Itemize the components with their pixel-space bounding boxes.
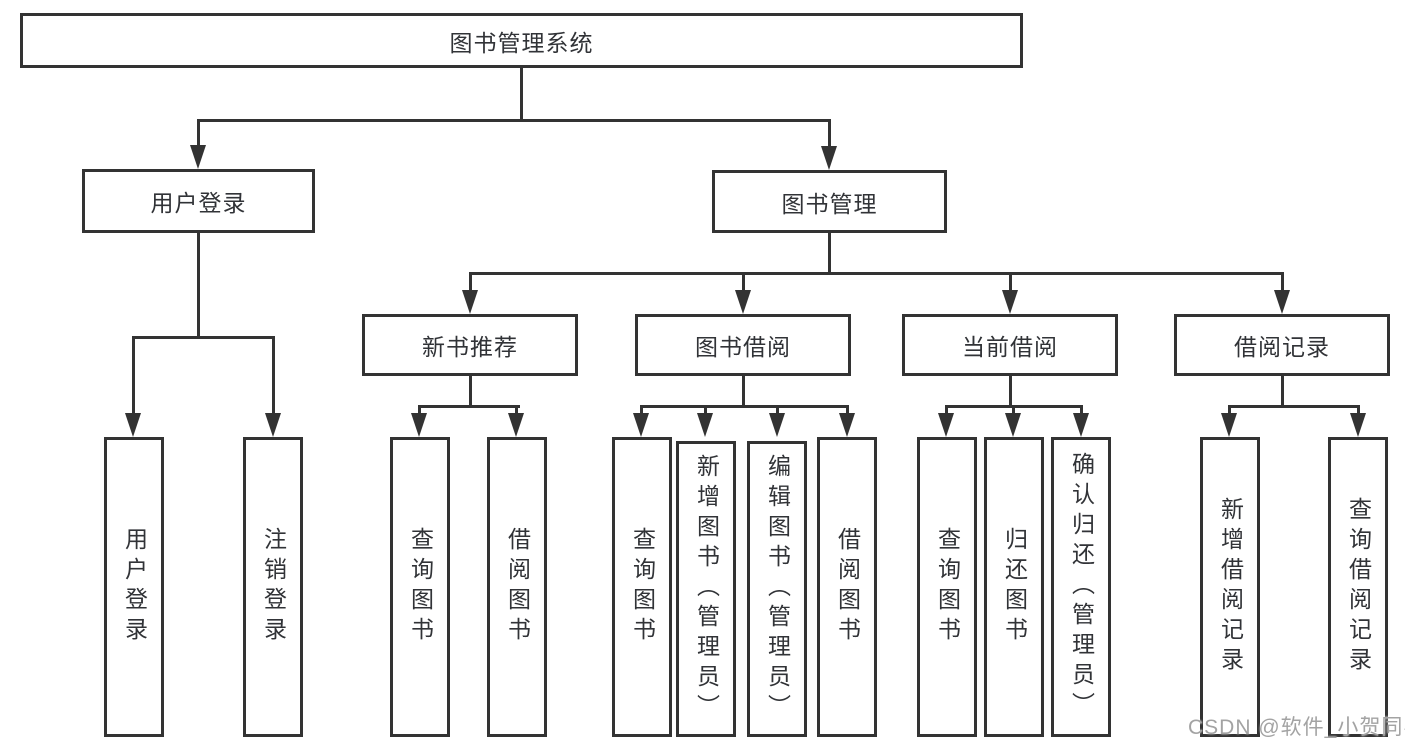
arrow-down-icon	[265, 413, 281, 437]
node-current-borrow: 当前借阅	[902, 314, 1118, 376]
connector-line	[742, 272, 745, 294]
arrow-down-icon	[1073, 413, 1089, 437]
node-label: 注销登录	[260, 527, 287, 647]
node-label: 新增借阅记录	[1217, 497, 1244, 677]
connector-line	[640, 405, 643, 420]
node-label: 归还图书	[1001, 527, 1028, 647]
node-label: 图书管理	[781, 190, 878, 217]
arrow-down-icon	[769, 413, 785, 437]
arrow-down-icon	[1002, 290, 1018, 314]
connector-line	[1281, 272, 1284, 294]
node-new-book-recommend: 新书推荐	[362, 314, 578, 376]
connector-line	[828, 233, 831, 275]
leaf-return-books: 归还图书	[984, 437, 1044, 737]
arrow-down-icon	[462, 290, 478, 314]
node-label: 查询图书	[934, 527, 961, 647]
node-label: 新增图书（管理员）	[693, 454, 720, 724]
node-label: 查询图书	[629, 527, 656, 647]
leaf-add-borrow-record: 新增借阅记录	[1200, 437, 1260, 737]
leaf-logout: 注销登录	[243, 437, 303, 737]
node-root-system: 图书管理系统	[20, 13, 1023, 68]
connector-line	[776, 405, 779, 420]
leaf-edit-books-admin: 编辑图书（管理员）	[747, 441, 807, 737]
arrow-down-icon	[633, 413, 649, 437]
arrow-down-icon	[1005, 413, 1021, 437]
leaf-borrow-books: 借阅图书	[817, 437, 877, 737]
leaf-borrow-books: 借阅图书	[487, 437, 547, 737]
connector-line	[272, 336, 275, 420]
node-label: 确认归还（管理员）	[1068, 452, 1095, 722]
connector-line	[1009, 272, 1012, 294]
connector-line	[846, 405, 849, 420]
connector-line	[515, 405, 518, 420]
connector-line	[828, 119, 831, 151]
node-label: 查询图书	[407, 527, 434, 647]
leaf-query-books: 查询图书	[917, 437, 977, 737]
node-label: 图书管理系统	[449, 29, 594, 56]
node-label: 借阅记录	[1234, 334, 1330, 360]
arrow-down-icon	[1221, 413, 1237, 437]
arrow-down-icon	[839, 413, 855, 437]
node-label: 新书推荐	[422, 334, 518, 360]
connector-line	[1009, 376, 1012, 407]
node-book-borrow: 图书借阅	[635, 314, 851, 376]
node-borrow-records: 借阅记录	[1174, 314, 1390, 376]
node-label: 编辑图书（管理员）	[764, 454, 791, 724]
connector-line	[469, 272, 472, 294]
connector-line	[640, 405, 849, 408]
arrow-down-icon	[938, 413, 954, 437]
leaf-query-books: 查询图书	[390, 437, 450, 737]
arrow-down-icon	[1274, 290, 1290, 314]
connector-line	[1080, 405, 1083, 420]
csdn-watermark: CSDN @软件_小贺同学	[1188, 716, 1405, 739]
arrow-down-icon	[411, 413, 427, 437]
connector-line	[197, 119, 831, 122]
leaf-user-login: 用户登录	[104, 437, 164, 737]
arrow-down-icon	[508, 413, 524, 437]
arrow-down-icon	[735, 290, 751, 314]
leaf-confirm-return-admin: 确认归还（管理员）	[1051, 437, 1111, 737]
arrow-down-icon	[190, 145, 206, 169]
connector-line	[418, 405, 520, 408]
node-label: 用户登录	[121, 527, 148, 647]
connector-line	[742, 376, 745, 407]
connector-line	[1357, 405, 1360, 420]
node-label: 当前借阅	[962, 334, 1058, 360]
node-label: 借阅图书	[504, 527, 531, 647]
connector-line	[520, 68, 523, 120]
connector-line	[704, 405, 707, 420]
arrow-down-icon	[697, 413, 713, 437]
connector-line	[132, 336, 135, 420]
connector-line	[945, 405, 948, 420]
connector-line	[197, 233, 200, 339]
node-label: 借阅图书	[834, 527, 861, 647]
connector-line	[1281, 376, 1284, 407]
arrow-down-icon	[125, 413, 141, 437]
connector-line	[197, 119, 200, 151]
arrow-down-icon	[821, 146, 837, 170]
connector-line	[469, 272, 1284, 275]
node-label: 查询借阅记录	[1345, 497, 1372, 677]
connector-line	[469, 376, 472, 407]
node-label: 图书借阅	[695, 334, 791, 360]
connector-line	[132, 336, 275, 339]
connector-line	[418, 405, 421, 420]
node-label: 用户登录	[150, 190, 247, 216]
leaf-add-books-admin: 新增图书（管理员）	[676, 441, 736, 737]
connector-line	[1228, 405, 1360, 408]
node-book-management: 图书管理	[712, 170, 947, 233]
arrow-down-icon	[1350, 413, 1366, 437]
connector-line	[1228, 405, 1231, 420]
connector-line	[1012, 405, 1015, 420]
node-user-login: 用户登录	[82, 169, 315, 233]
leaf-query-books: 查询图书	[612, 437, 672, 737]
leaf-query-borrow-record: 查询借阅记录	[1328, 437, 1388, 737]
